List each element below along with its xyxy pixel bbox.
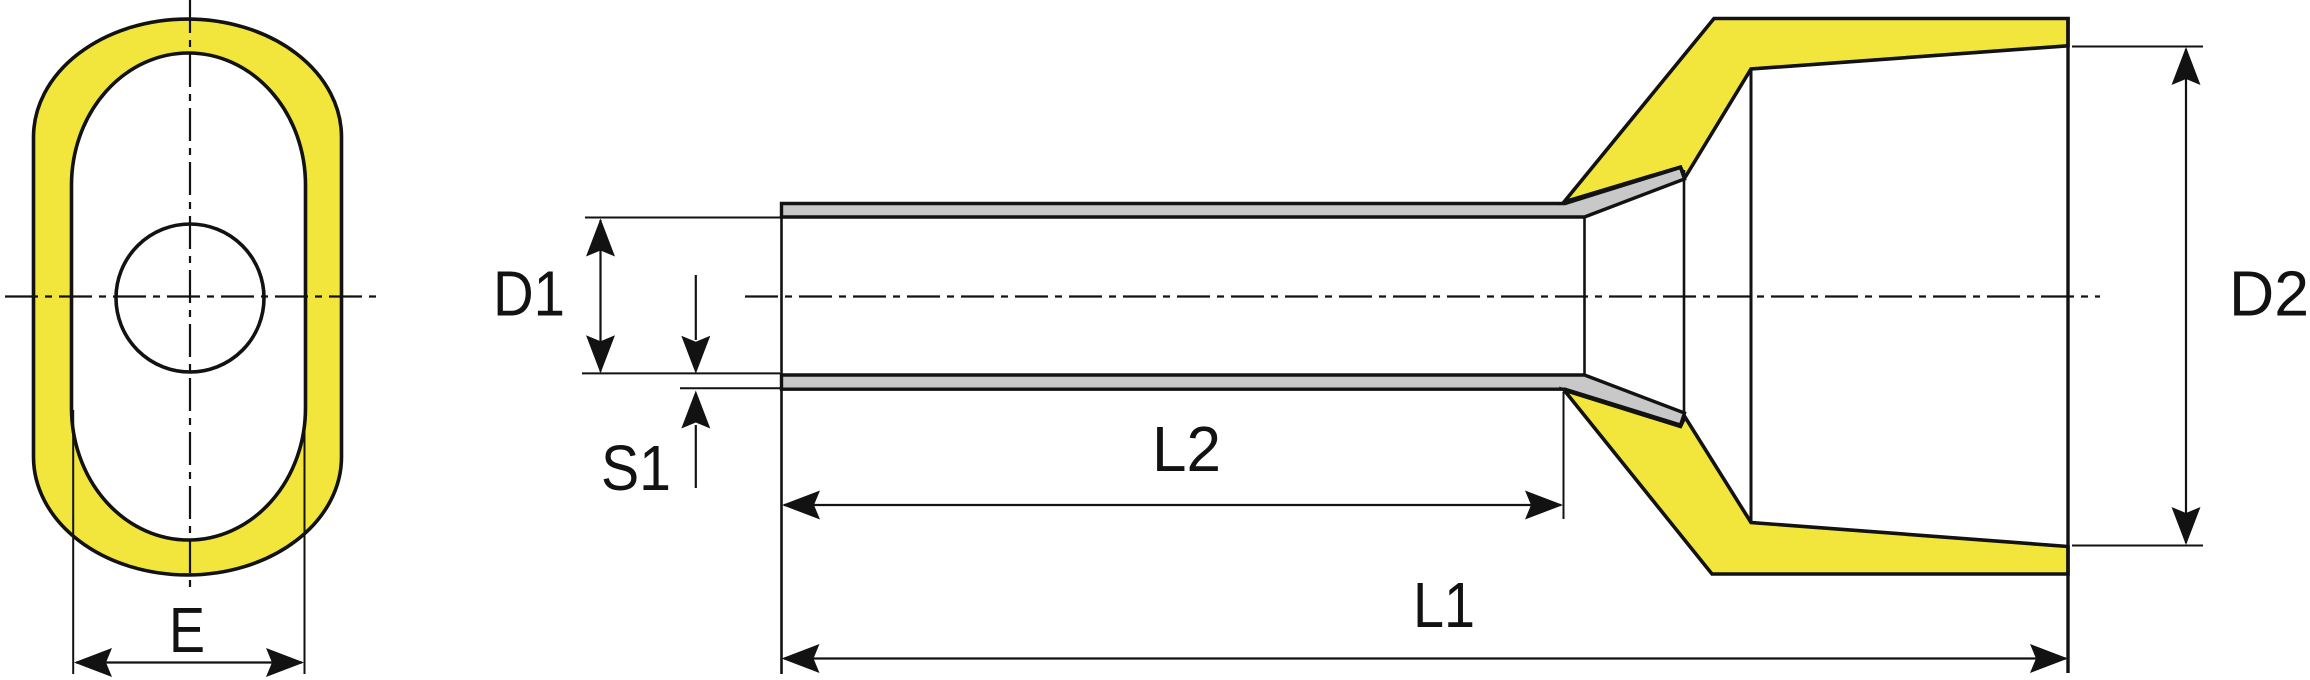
svg-text:L1: L1 xyxy=(1413,569,1475,641)
svg-text:D1: D1 xyxy=(493,258,565,330)
svg-text:E: E xyxy=(169,594,205,666)
svg-text:D2: D2 xyxy=(2229,258,2309,330)
svg-text:L2: L2 xyxy=(1152,413,1221,485)
svg-text:S1: S1 xyxy=(601,432,671,504)
